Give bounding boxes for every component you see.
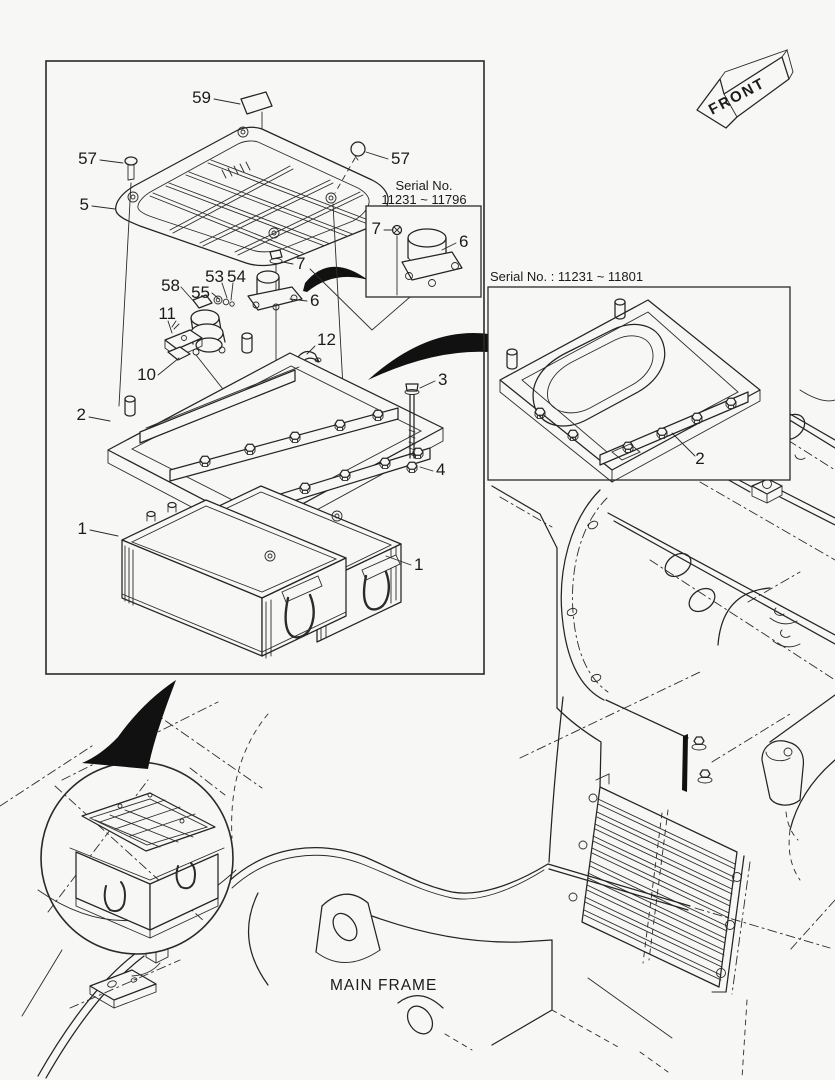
bracket-part bbox=[164, 320, 231, 399]
callout-12: 12 bbox=[317, 330, 336, 349]
battery-front-part bbox=[121, 499, 347, 659]
relay-part bbox=[247, 270, 303, 311]
callout-10: 10 bbox=[137, 365, 156, 384]
part-callouts: 59 57 57 5 7 6 58 55 53 54 11 10 12 2 3 … bbox=[77, 88, 705, 574]
serial-note-large: Serial No. : 11231 ~ 11801 bbox=[490, 269, 643, 284]
long-bolt-part bbox=[404, 383, 420, 459]
callout-55: 55 bbox=[191, 283, 210, 302]
callout-1-right: 1 bbox=[414, 555, 423, 574]
callout-54: 54 bbox=[227, 267, 246, 286]
callout-11: 11 bbox=[158, 304, 176, 323]
callout-7-inset: 7 bbox=[372, 219, 381, 238]
callout-53: 53 bbox=[205, 267, 224, 286]
battery-cover-part bbox=[115, 126, 389, 267]
relay-inset-drawing bbox=[391, 224, 463, 296]
callout-2: 2 bbox=[77, 405, 86, 424]
serial-inset-small bbox=[365, 205, 482, 298]
callout-5: 5 bbox=[80, 195, 89, 214]
warning-label-part bbox=[240, 91, 273, 115]
serial-note-small-line1: Serial No. bbox=[395, 178, 452, 193]
callout-59: 59 bbox=[192, 88, 211, 107]
callout-6: 6 bbox=[310, 291, 319, 310]
cover-screw-left bbox=[118, 156, 138, 407]
grille-louvers bbox=[583, 798, 736, 981]
callout-2-inset: 2 bbox=[695, 449, 704, 468]
serial-note-small-line2: 11231 ~ 11796 bbox=[381, 192, 466, 207]
callout-7: 7 bbox=[296, 254, 305, 273]
callout-6-inset: 6 bbox=[459, 232, 468, 251]
pointer-swooshes bbox=[82, 266, 489, 769]
battery-frame-part bbox=[107, 332, 444, 543]
main-frame-label: MAIN FRAME bbox=[330, 977, 437, 994]
alternate-frame-drawing bbox=[499, 298, 761, 483]
washer-parts bbox=[213, 295, 235, 307]
callout-3: 3 bbox=[438, 370, 447, 389]
callout-58: 58 bbox=[161, 276, 180, 295]
leader-lines bbox=[88, 98, 696, 566]
callout-57-right: 57 bbox=[391, 149, 410, 168]
callout-4: 4 bbox=[436, 460, 445, 479]
callout-57-left: 57 bbox=[78, 149, 97, 168]
callout-1-left: 1 bbox=[78, 519, 87, 538]
exploded-view-box bbox=[45, 60, 485, 675]
serial-inset-large bbox=[487, 286, 791, 483]
installed-detail-circle bbox=[37, 761, 237, 955]
